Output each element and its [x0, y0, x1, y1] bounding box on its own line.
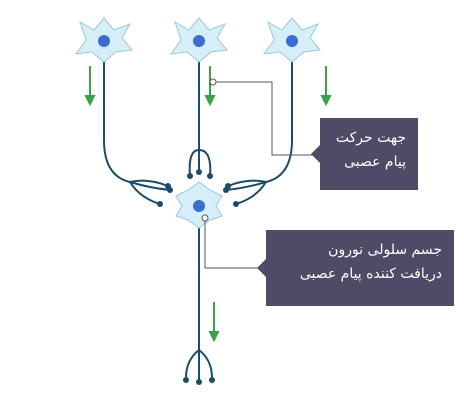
neuron-left [74, 17, 133, 63]
leader-lines [204, 81, 320, 269]
left-axon [103, 57, 131, 183]
leader-point-receiver [201, 214, 209, 222]
right-axon [265, 57, 293, 183]
right-axon-branch-3 [227, 179, 267, 187]
callout-pointer [257, 259, 266, 277]
callout-receiver-line1: جسم سلولی نورون [328, 242, 442, 258]
left-axon-branch-3 [129, 179, 169, 187]
callout-receiver: جسم سلولی نورون دریافت کننده پیام عصبی [257, 230, 454, 306]
terminal-branch-left [185, 349, 200, 379]
callout-receiver-line2: دریافت کننده پیام عصبی [299, 266, 442, 282]
right-axon-branch-2 [235, 181, 267, 205]
axons [103, 57, 293, 381]
left-axon-branch-2 [129, 181, 161, 205]
neuron-receiver [175, 181, 223, 229]
synaptic-knobs [157, 169, 239, 385]
callout-direction: جهت حرکت پیام عصبی [311, 118, 418, 190]
terminal-branch-right [198, 349, 213, 379]
neuron-middle [169, 17, 228, 63]
left-axon-branch-1 [129, 181, 171, 191]
callout-pointer [311, 145, 320, 163]
middle-axon-branch-2 [198, 149, 212, 177]
direction-arrows [84, 66, 332, 343]
callout-direction-line1: جهت حرکت [335, 130, 406, 146]
neuron-right [262, 17, 321, 63]
leader-point-direction [209, 78, 217, 86]
middle-axon-branch-1 [188, 149, 200, 177]
callout-direction-line2: پیام عصبی [344, 154, 406, 170]
right-axon-branch-1 [225, 181, 267, 191]
